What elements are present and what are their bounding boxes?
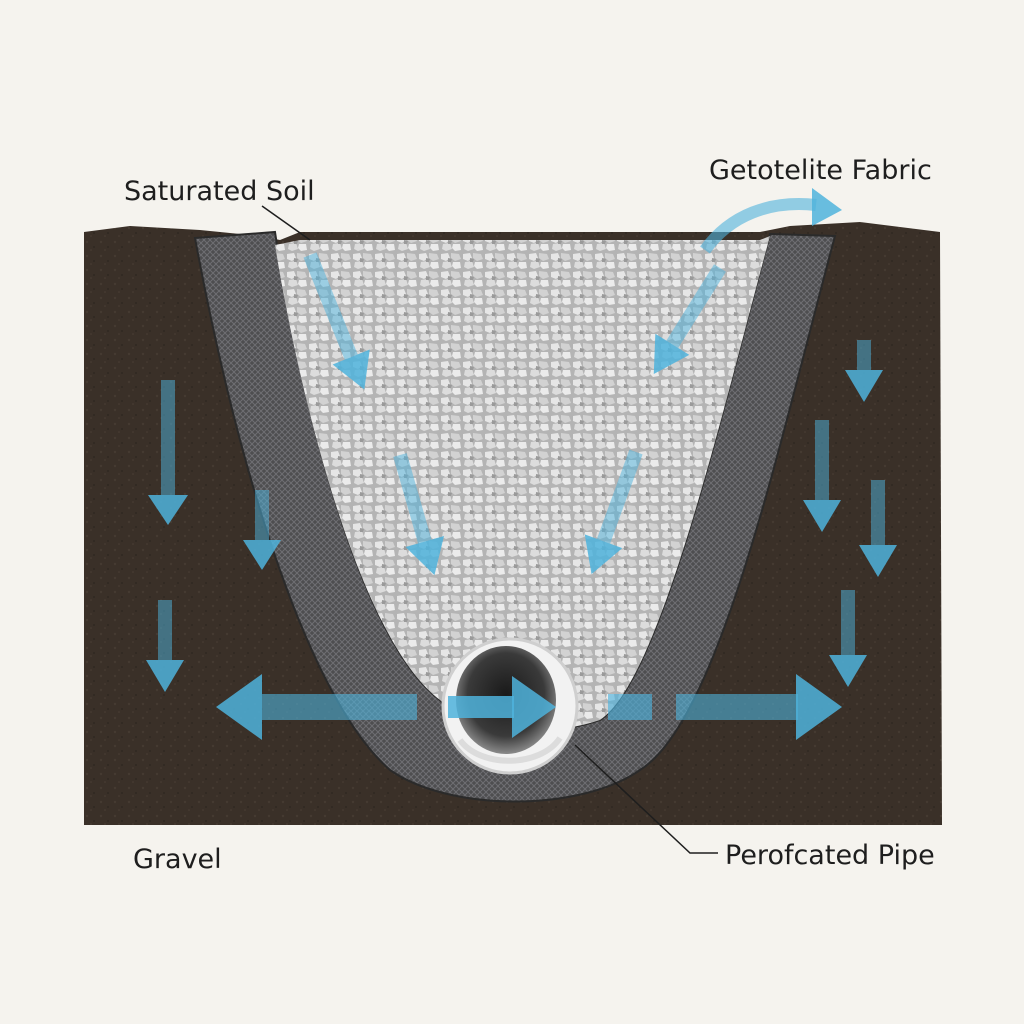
geotextile-fabric-label: Getotelite Fabric <box>709 155 932 186</box>
saturated-soil-leader <box>261 205 311 241</box>
arrow-icon <box>448 676 556 738</box>
arrow-icon <box>653 264 726 375</box>
perforated-pipe-label: Perofcated Pipe <box>725 840 935 871</box>
arrow-icon <box>676 674 842 740</box>
arrow-icon <box>303 252 370 390</box>
arrow-icon <box>243 490 281 570</box>
arrow-icon <box>608 694 652 720</box>
arrow-icon <box>845 340 883 402</box>
arrow-icon <box>148 380 188 525</box>
arrow-icon <box>829 590 867 687</box>
arrow-icon <box>700 188 842 254</box>
perforated-pipe-leader <box>574 744 718 854</box>
gravel-fill <box>275 236 770 731</box>
arrow-icon <box>859 480 897 577</box>
arrow-icon <box>584 449 643 575</box>
arrow-icon <box>146 600 184 692</box>
saturated-soil-label: Saturated Soil <box>124 176 315 207</box>
arrow-icon <box>393 453 445 576</box>
gravel-label: Gravel <box>133 844 222 875</box>
arrow-icon <box>216 674 417 740</box>
arrow-icon <box>803 420 841 532</box>
water-flow-arrows <box>146 188 897 740</box>
